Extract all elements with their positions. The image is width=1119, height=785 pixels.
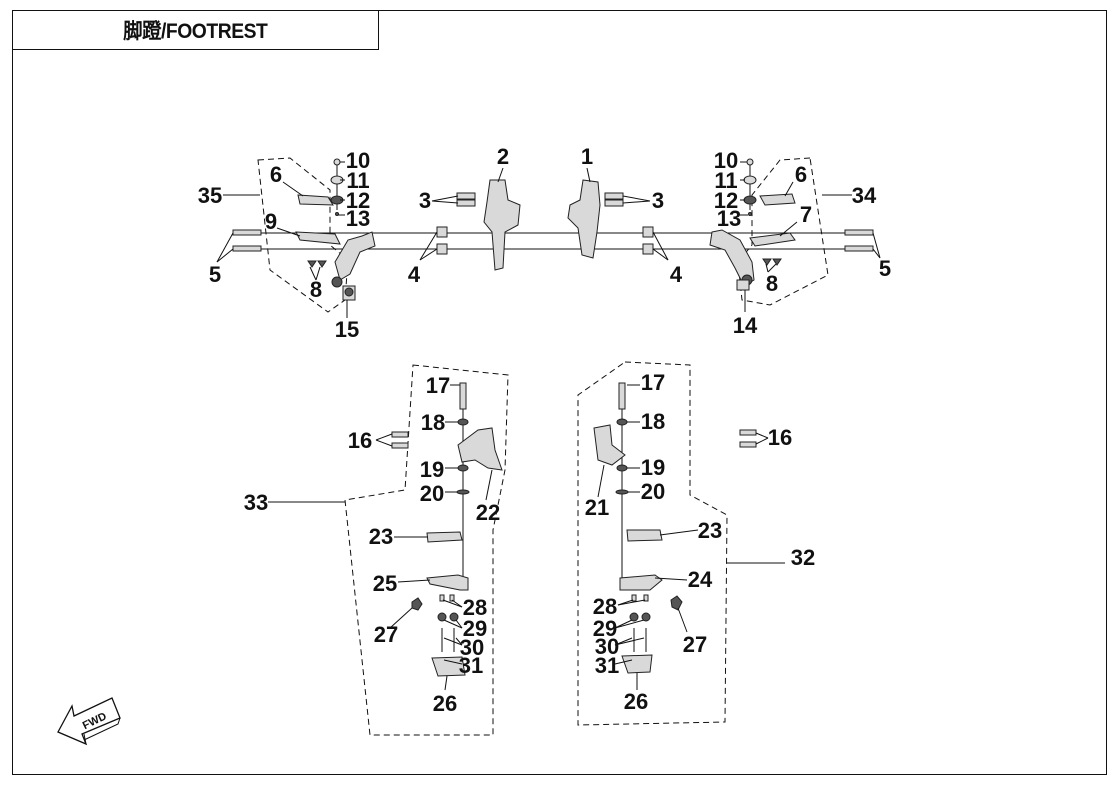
page-title: 脚蹬/FOOTREST bbox=[123, 20, 268, 43]
callout-25: 25 bbox=[373, 571, 397, 596]
callout-23-left: 23 bbox=[369, 524, 393, 549]
title-box: 脚蹬/FOOTREST bbox=[12, 10, 379, 50]
callout-14: 14 bbox=[733, 313, 758, 338]
callout-8-left: 8 bbox=[310, 277, 322, 302]
callout-13-right: 13 bbox=[717, 206, 741, 231]
callout-30-right: 30 bbox=[595, 634, 619, 659]
callout-29-right: 29 bbox=[593, 616, 617, 641]
callout-23-right: 23 bbox=[698, 518, 722, 543]
callout-29-left: 29 bbox=[463, 616, 487, 641]
callout-19-left: 19 bbox=[420, 457, 444, 482]
callout-17-right: 17 bbox=[641, 370, 665, 395]
group-outline-34 bbox=[737, 157, 829, 306]
callout-30-left: 30 bbox=[460, 635, 484, 660]
callout-21: 21 bbox=[585, 495, 609, 520]
callout-18-right: 18 bbox=[641, 409, 665, 434]
callout-10-right: 10 bbox=[714, 148, 738, 173]
callout-10-left: 10 bbox=[346, 148, 370, 173]
callout-12-left: 12 bbox=[346, 188, 370, 213]
callout-13-left: 13 bbox=[346, 206, 370, 231]
callout-24: 24 bbox=[688, 567, 713, 592]
callout-3-right: 3 bbox=[652, 188, 664, 213]
callout-26-right: 26 bbox=[624, 689, 648, 714]
left-bracket-15 bbox=[331, 231, 376, 301]
left-bolt-10-stack bbox=[330, 158, 344, 216]
callout-12-right: 12 bbox=[714, 188, 738, 213]
right-bolt-10-stack bbox=[743, 158, 757, 216]
fwd-arrow-icon: FWD bbox=[57, 697, 121, 746]
callout-26-left: 26 bbox=[433, 691, 457, 716]
right-bracket-7 bbox=[749, 193, 796, 247]
callout-4-right: 4 bbox=[670, 262, 683, 287]
callout-20-left: 20 bbox=[420, 481, 444, 506]
callout-11-right: 11 bbox=[714, 168, 737, 193]
callout-22: 22 bbox=[476, 500, 500, 525]
diagram-frame bbox=[12, 10, 1107, 775]
callout-5-left: 5 bbox=[209, 262, 221, 287]
callout-3-left: 3 bbox=[419, 188, 431, 213]
callout-19-right: 19 bbox=[641, 455, 665, 480]
callout-20-right: 20 bbox=[641, 479, 665, 504]
callout-6-right: 6 bbox=[795, 162, 807, 187]
group-outline-32 bbox=[577, 361, 728, 726]
lower-right-assembly bbox=[593, 382, 757, 674]
callout-32: 32 bbox=[791, 545, 815, 570]
callout-31-left: 31 bbox=[459, 653, 483, 678]
footpeg-bracket-1 bbox=[567, 179, 601, 259]
callout-27-left: 27 bbox=[374, 622, 398, 647]
callout-31-right: 31 bbox=[595, 653, 619, 678]
right-bracket-14 bbox=[709, 229, 755, 291]
left-bolts-5 bbox=[232, 229, 262, 252]
footpeg-bracket-2 bbox=[483, 179, 521, 271]
callout-4-left: 4 bbox=[408, 262, 421, 287]
left-screws-8 bbox=[307, 260, 327, 268]
callout-35: 35 bbox=[198, 183, 222, 208]
callout-1: 1 bbox=[581, 144, 593, 169]
callout-18-left: 18 bbox=[421, 410, 445, 435]
left-bracket-9 bbox=[295, 194, 341, 245]
right-screws-8 bbox=[762, 258, 782, 266]
callout-6-left: 6 bbox=[270, 162, 282, 187]
callout-28-left: 28 bbox=[463, 595, 487, 620]
callout-27-right: 27 bbox=[683, 632, 707, 657]
callout-17-left: 17 bbox=[426, 373, 450, 398]
callout-5-right: 5 bbox=[879, 256, 891, 281]
callout-16-right: 16 bbox=[768, 425, 792, 450]
callout-28-right: 28 bbox=[593, 594, 617, 619]
callout-15: 15 bbox=[335, 317, 359, 342]
callout-33: 33 bbox=[244, 490, 268, 515]
callout-9: 9 bbox=[265, 209, 277, 234]
callout-11-left: 11 bbox=[346, 168, 369, 193]
callout-16-left: 16 bbox=[348, 428, 372, 453]
callout-34: 34 bbox=[852, 183, 877, 208]
callout-7: 7 bbox=[800, 202, 812, 227]
callout-8-right: 8 bbox=[766, 271, 778, 296]
callout-labels: 1 2 3 3 4 4 5 5 6 6 7 8 8 9 10 10 11 11 … bbox=[198, 144, 891, 716]
callout-2: 2 bbox=[497, 144, 509, 169]
right-bolts-5 bbox=[844, 229, 874, 252]
leader-lines bbox=[216, 161, 881, 691]
